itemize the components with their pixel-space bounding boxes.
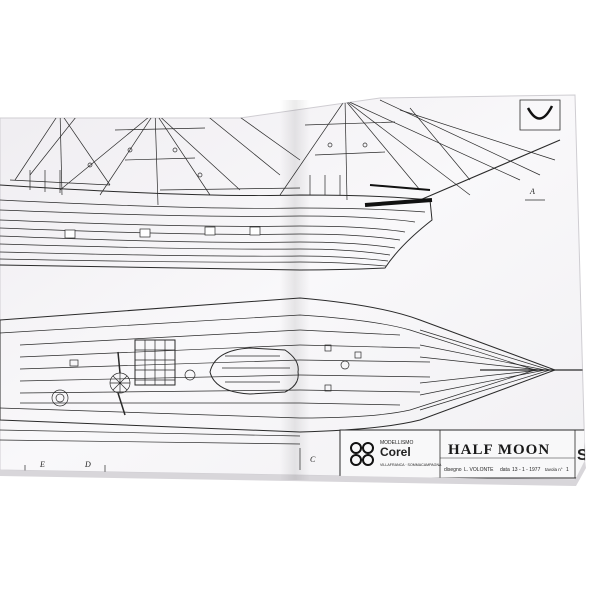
- brand-name: Corel: [380, 445, 411, 459]
- capstan: [109, 351, 131, 416]
- date-label: data: [500, 467, 510, 473]
- ship-side-elevation: [0, 97, 561, 271]
- brand-small: MODELLISMO: [380, 440, 413, 446]
- hull-outline: [0, 184, 433, 271]
- corel-logo: [350, 442, 374, 466]
- hatch-grating: [134, 339, 176, 386]
- corner-mark: St: [577, 447, 594, 464]
- sheet-label: tavola n°: [545, 467, 563, 472]
- ship-name: HALF MOON: [448, 442, 550, 458]
- section-letter-d: D: [84, 460, 91, 469]
- page-fold: [280, 100, 310, 480]
- mizzen-mast: [59, 109, 63, 196]
- designer-label: disegno: [444, 467, 462, 473]
- deck-outline: [0, 297, 557, 433]
- section-letter-a: A: [529, 187, 535, 196]
- bowsprit: [419, 139, 561, 201]
- section-letter-c: C: [310, 455, 316, 464]
- ship-deck-plan: [0, 297, 585, 445]
- paper-sheet: [0, 94, 586, 486]
- sheet-number: 1: [566, 467, 569, 473]
- date: 13 - 1 - 1977: [512, 467, 541, 473]
- designer: L. VOLONTE: [464, 467, 494, 473]
- fore-mast: [344, 97, 348, 201]
- ship-boat: [209, 347, 299, 395]
- title-block: MODELLISMO Corel VILLAFRANCA · SOMMACAMP…: [339, 429, 594, 479]
- brand-sub: VILLAFRANCA · SOMMACAMPAGNA: [380, 463, 442, 467]
- main-mast: [154, 109, 159, 206]
- corner-emblem: [519, 99, 561, 131]
- beakhead: [364, 198, 433, 207]
- section-letter-e: E: [39, 460, 45, 469]
